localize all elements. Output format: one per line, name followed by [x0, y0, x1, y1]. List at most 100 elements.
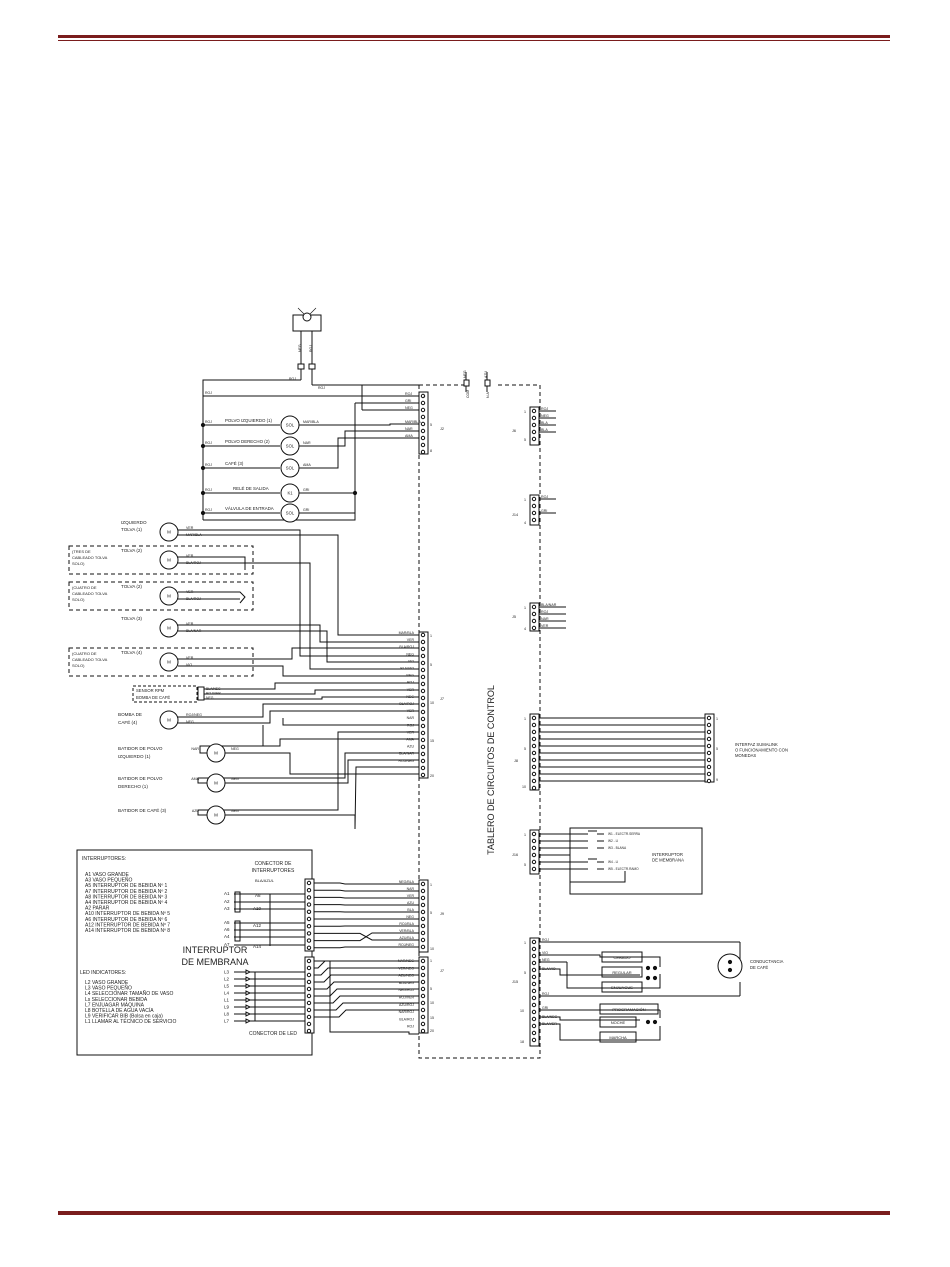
label: 15 [430, 1016, 434, 1020]
led-title: LED INDICATORES: [80, 970, 126, 976]
wire [178, 624, 419, 643]
motor-name: TOLVA (2) [121, 584, 142, 589]
switch-item: A12 INTERRUPTOR DE BEBIDA Nº 7 [85, 922, 170, 928]
label: BLA/VER [542, 1022, 557, 1026]
label: BLA/ROJ [186, 561, 201, 565]
legend-title: INTERRUPTORES: [82, 856, 126, 862]
label: 1 [524, 498, 526, 502]
label: 1 [524, 717, 526, 721]
junction-dot [200, 490, 206, 496]
j16-label: J16 [512, 853, 518, 857]
j7-led-wire-label: ROJ [407, 1025, 414, 1029]
connector-pin [420, 902, 426, 908]
j9-label: J9 [440, 912, 444, 916]
connector-pin [306, 924, 312, 929]
label: NEG [463, 370, 467, 378]
label: AZU [192, 809, 200, 813]
connector-pin [706, 715, 712, 721]
label: BLA/NEG [542, 1015, 557, 1019]
label: (CUATRO DE [72, 651, 97, 656]
label: NEG [206, 696, 214, 700]
sensor-plug [197, 686, 205, 701]
connector-pin [420, 1014, 426, 1020]
box [484, 379, 491, 387]
wire [225, 752, 419, 775]
led-icon [245, 997, 252, 1003]
wire [178, 556, 246, 570]
switch-key: A14 [253, 944, 262, 949]
connector-pin [531, 429, 537, 435]
connector-pin [531, 757, 537, 763]
led-icon [245, 976, 252, 982]
connector-pin [420, 979, 426, 985]
connector-pin [531, 625, 537, 631]
solenoid-type: SOL [286, 423, 295, 428]
switch-box [599, 1031, 637, 1043]
motor-name: TOLVA (2) [121, 548, 142, 553]
whipper-name: BATIDOR DE POLVO [118, 776, 163, 781]
top-rule [58, 35, 890, 41]
connector-pin [420, 909, 426, 915]
led-key: L2 [224, 977, 230, 982]
j7-led-wire-label: AZU/ROJ [399, 1003, 414, 1007]
label: 1 [430, 959, 432, 963]
wire [570, 871, 626, 883]
wire [299, 437, 419, 469]
motor-symbol [206, 743, 226, 763]
j7-led-wire-label: NAR/ROJ [399, 1010, 415, 1014]
connector-pin [531, 764, 537, 770]
connector-pin [420, 993, 426, 999]
connector-pin [531, 510, 537, 516]
label: W4 - LI [608, 860, 618, 864]
motor-letter: M [214, 781, 218, 786]
connector-pin [706, 729, 712, 735]
j7-wire-label: BLA/VIO [400, 667, 414, 671]
switch-item: A4 INTERRUPTOR DE BEBIDA Nº 4 [85, 900, 168, 906]
label: 10 [430, 947, 434, 951]
j6-label: J6 [512, 429, 516, 433]
led-key: L3 [224, 970, 230, 975]
label: 1 [716, 717, 718, 721]
switch-key: A5 [224, 920, 230, 925]
label: NEG [186, 720, 194, 724]
load-name: POLVO DERECHO (2) [225, 439, 270, 444]
connector-pin [420, 442, 426, 448]
solenoid-type: K1 [287, 491, 293, 496]
motor-letter: M [167, 530, 171, 535]
motor-name: IZQUIERDO [121, 520, 147, 525]
connector-pin [306, 888, 312, 893]
connector-pin [306, 895, 312, 900]
switch-item: A7 INTERRUPTOR DE BEBIDA Nº 2 [85, 889, 168, 895]
j9-wire-label: ROJ/BLA [399, 922, 414, 926]
connector-pin [706, 757, 712, 763]
junction-dot [727, 959, 733, 965]
label: BLA [541, 428, 548, 432]
label: 10 [430, 1001, 434, 1005]
connector-pin [420, 723, 426, 729]
j7-wire-label: ROJ [407, 723, 414, 727]
label: CAFÉ (4) [118, 719, 138, 725]
conductance-probe-icon [717, 953, 743, 979]
connector-pin [420, 744, 426, 750]
connector-pin [420, 407, 426, 413]
switch-item: A14 INTERRUPTOR DE BEBIDA Nº 8 [85, 928, 170, 934]
label: W2 - LI [608, 839, 618, 843]
connector-pin [420, 751, 426, 757]
motor-symbol [159, 522, 179, 542]
label: BLA/NEG [206, 687, 221, 691]
switch-item: A1 VASO GRANDE [85, 872, 129, 878]
connector-pin [531, 831, 537, 837]
connector-pin [531, 974, 537, 980]
label: 1 [524, 833, 526, 837]
switch-item: A10 INTERRUPTOR DE BEBIDA Nº 5 [85, 911, 170, 917]
connector-pin [420, 772, 426, 778]
label: COM [466, 390, 470, 398]
label: VER [541, 624, 549, 628]
j2-wire-label: AMA [405, 434, 413, 438]
led-item: L8 BOTELLA DE AGUA VACÍA [85, 1007, 154, 1014]
switch-item: A6 INTERRUPTOR DE BEBIDA Nº 6 [85, 917, 168, 923]
led-key: L8 [224, 1012, 230, 1017]
wire [299, 423, 419, 426]
component-shapes [68, 312, 743, 1056]
connector-pin [531, 1016, 537, 1022]
